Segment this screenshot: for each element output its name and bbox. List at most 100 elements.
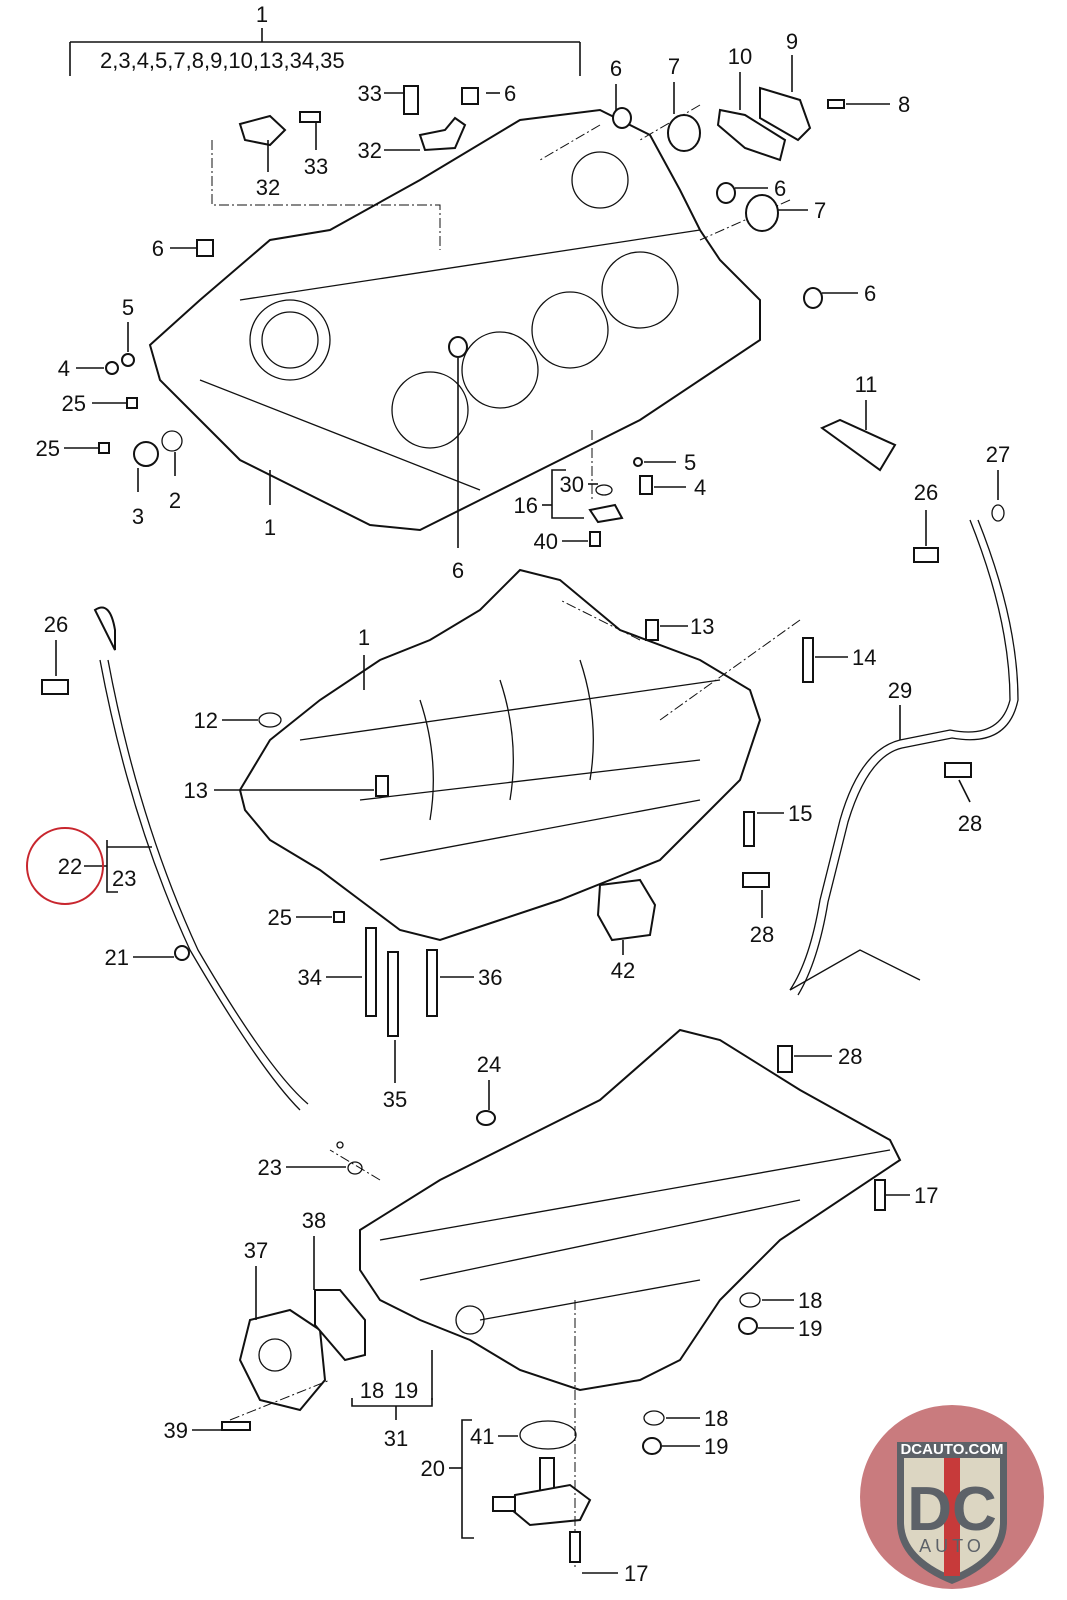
callout-38: 38 <box>302 1208 326 1233</box>
bolt <box>874 1179 886 1211</box>
pin <box>333 911 345 923</box>
callout-21: 21 <box>105 945 129 970</box>
callout-32: 32 <box>358 138 382 163</box>
o-ring <box>347 1161 363 1175</box>
drain-plug <box>738 1317 758 1335</box>
callout-33: 33 <box>304 154 328 179</box>
callout-39: 39 <box>164 1418 188 1443</box>
oil-level-sensor <box>492 1420 592 1527</box>
callout-37: 37 <box>244 1238 268 1263</box>
callout-1: 1 <box>264 515 276 540</box>
callout-31: 31 <box>384 1426 408 1451</box>
callout-26: 26 <box>44 612 68 637</box>
seal-ring <box>739 1292 761 1308</box>
callout-11: 11 <box>855 372 878 397</box>
callout-10: 10 <box>728 44 752 69</box>
callout-9: 9 <box>786 29 798 54</box>
dcauto-watermark-logo: DCAUTO.COM DC AUTO <box>860 1405 1044 1589</box>
callout-32: 32 <box>256 175 280 200</box>
callout-1: 1 <box>358 625 370 650</box>
dowel <box>196 239 214 257</box>
o-ring <box>258 712 282 728</box>
crankcase-vent-cover <box>596 878 657 942</box>
callout-25: 25 <box>62 391 86 416</box>
callout-7: 7 <box>668 54 680 79</box>
shaft-seal <box>745 194 779 232</box>
sealant-tube <box>820 418 897 472</box>
bolt <box>299 111 321 123</box>
callout-14: 14 <box>852 645 876 670</box>
callout-41: 41 <box>470 1424 494 1449</box>
bolt <box>944 762 972 778</box>
pin <box>126 397 138 409</box>
oil-spray-nozzle <box>588 503 624 524</box>
oil-pump-gasket <box>314 1289 366 1362</box>
callout-6: 6 <box>152 236 164 261</box>
knock-sensor <box>418 116 467 152</box>
lower-crankcase <box>238 568 762 942</box>
callout-24: 24 <box>477 1052 501 1077</box>
callout-6: 6 <box>504 81 516 106</box>
logo-brand-text: AUTO <box>919 1536 985 1556</box>
callout-19: 19 <box>798 1316 822 1341</box>
callout-28: 28 <box>750 922 774 947</box>
dipstick-tube <box>93 606 344 1149</box>
plug <box>639 475 653 495</box>
callout-7: 7 <box>814 198 826 223</box>
callout-15: 15 <box>788 801 812 826</box>
callout-17: 17 <box>914 1183 938 1208</box>
dowel <box>461 87 479 105</box>
callout-29: 29 <box>888 678 912 703</box>
main-bearing-bolt <box>426 949 438 1017</box>
callout-6: 6 <box>864 281 876 306</box>
oil-pump <box>238 1308 327 1412</box>
callout-30: 30 <box>560 472 584 497</box>
highlight-circle <box>26 827 104 905</box>
callout-8: 8 <box>898 92 910 117</box>
callout-5: 5 <box>122 295 134 320</box>
bolt <box>743 811 755 847</box>
callout-40: 40 <box>534 529 558 554</box>
dowel-sleeve <box>645 619 659 641</box>
highlighted-callout-22[interactable]: 22 <box>26 827 104 905</box>
callout-34: 34 <box>298 965 322 990</box>
logo-monogram: DC <box>907 1475 997 1544</box>
seal-ring <box>121 353 135 367</box>
dowel-sleeve <box>375 775 389 797</box>
callout-4: 4 <box>58 356 70 381</box>
callout-18: 18 <box>360 1378 384 1403</box>
callout-6: 6 <box>452 558 464 583</box>
callout-28: 28 <box>838 1044 862 1069</box>
small-parts <box>41 85 1005 1563</box>
seal-ring <box>633 457 643 467</box>
callout-2: 2 <box>169 488 181 513</box>
main-bearing-bolt <box>365 927 377 1017</box>
assembly-lines <box>211 104 801 1570</box>
callout-42: 42 <box>611 958 635 983</box>
shaft-seal <box>667 114 701 152</box>
callout-13: 13 <box>184 778 208 803</box>
logo-stripe <box>944 1458 960 1576</box>
callout-26: 26 <box>914 480 938 505</box>
assembly-includes-list: 2,3,4,5,7,8,9,10,13,34,35 <box>100 48 345 73</box>
seal-ring <box>476 1110 496 1126</box>
bolt <box>221 1421 251 1431</box>
bolt <box>174 945 190 961</box>
plug <box>105 361 119 375</box>
callout-16: 16 <box>514 493 538 518</box>
o-ring <box>991 504 1005 522</box>
bolt <box>802 637 814 683</box>
callout-19: 19 <box>704 1434 728 1459</box>
callout-28: 28 <box>958 811 982 836</box>
callout-1: 1 <box>256 2 268 27</box>
screw-plug <box>133 441 159 467</box>
bolt <box>589 531 601 547</box>
cover-gasket <box>716 108 787 162</box>
callout-36: 36 <box>478 965 502 990</box>
o-ring <box>595 484 613 496</box>
callout-25: 25 <box>36 436 60 461</box>
callout-33: 33 <box>358 81 382 106</box>
callout-6: 6 <box>610 56 622 81</box>
assembly-bracket-1: 1 2,3,4,5,7,8,9,10,13,34,35 <box>69 2 581 76</box>
